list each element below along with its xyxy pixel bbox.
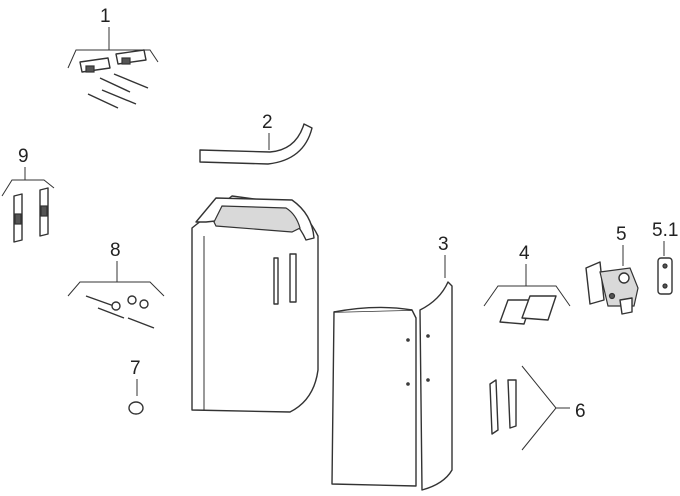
part-5-hinge: 5 xyxy=(585,224,639,315)
plate-shape xyxy=(657,257,673,295)
hinge-plate xyxy=(585,261,605,305)
long-screw xyxy=(97,307,125,319)
bracket-line-part-4 xyxy=(483,285,571,307)
bracket-line-part-1 xyxy=(67,49,159,69)
handle-left xyxy=(273,257,279,305)
handle-b xyxy=(507,379,517,429)
label-part-5: 5 xyxy=(616,224,627,245)
screw-3 xyxy=(87,93,119,109)
bracket-left xyxy=(79,57,111,73)
part-7-cap: 7 xyxy=(128,358,144,415)
door-left xyxy=(331,309,417,487)
label-part-3: 3 xyxy=(438,234,449,255)
hinge-screw xyxy=(608,292,616,300)
door-left-hinge-top xyxy=(406,338,410,342)
handle-right xyxy=(289,253,297,303)
bracket-9-right-slot xyxy=(40,205,48,217)
handle-a xyxy=(489,379,499,435)
pad-2 xyxy=(521,295,557,321)
washer-1 xyxy=(111,301,121,311)
strip-shape xyxy=(199,123,313,165)
basin-recess xyxy=(213,205,301,233)
door-right xyxy=(419,281,453,491)
bracket-right-hole xyxy=(121,57,131,65)
screw-4 xyxy=(101,89,137,105)
cap-shape xyxy=(128,401,144,415)
label-part-8: 8 xyxy=(110,240,121,261)
door-right-hinge-bottom xyxy=(426,378,430,382)
label-part-9: 9 xyxy=(18,146,29,167)
cabinet xyxy=(191,195,319,413)
label-part-6: 6 xyxy=(575,401,586,422)
label-part-1: 1 xyxy=(100,6,111,27)
part-4-pads: 4 xyxy=(483,243,571,325)
screw-2 xyxy=(113,73,149,89)
hinge-cup xyxy=(618,272,630,284)
washer-3 xyxy=(139,299,149,309)
bracket-line-part-8 xyxy=(67,281,165,297)
part-5-1-plate: 5.1 xyxy=(652,220,678,295)
plate-hole-top xyxy=(662,263,668,269)
label-part-5-1: 5.1 xyxy=(652,220,678,241)
door-left-top xyxy=(333,306,413,313)
door-left-hinge-bottom xyxy=(406,382,410,386)
part-1-wall-brackets: 1 xyxy=(67,6,159,109)
hinge-mount xyxy=(619,297,633,315)
label-part-2: 2 xyxy=(262,112,273,133)
bracket-right xyxy=(115,49,147,65)
part-2-curved-strip: 2 xyxy=(199,112,313,165)
plate-hole-bottom xyxy=(662,283,668,289)
bracket-left-hole xyxy=(85,65,95,73)
part-3-doors: 3 xyxy=(331,234,453,491)
short-screw xyxy=(127,317,155,329)
part-9-brackets: 9 xyxy=(1,146,55,243)
door-right-hinge-top xyxy=(426,334,430,338)
part-6-handles: 6 xyxy=(489,365,586,451)
part-8-fasteners: 8 xyxy=(67,240,165,329)
screw-1 xyxy=(99,77,131,93)
anchor-bolt xyxy=(85,295,115,307)
label-part-4: 4 xyxy=(519,243,530,264)
label-part-7: 7 xyxy=(130,358,141,379)
bracket-line-part-9 xyxy=(1,179,55,197)
bracket-line-part-6 xyxy=(521,365,557,451)
washer-2 xyxy=(127,295,137,305)
bracket-9-left-slot xyxy=(14,213,22,225)
